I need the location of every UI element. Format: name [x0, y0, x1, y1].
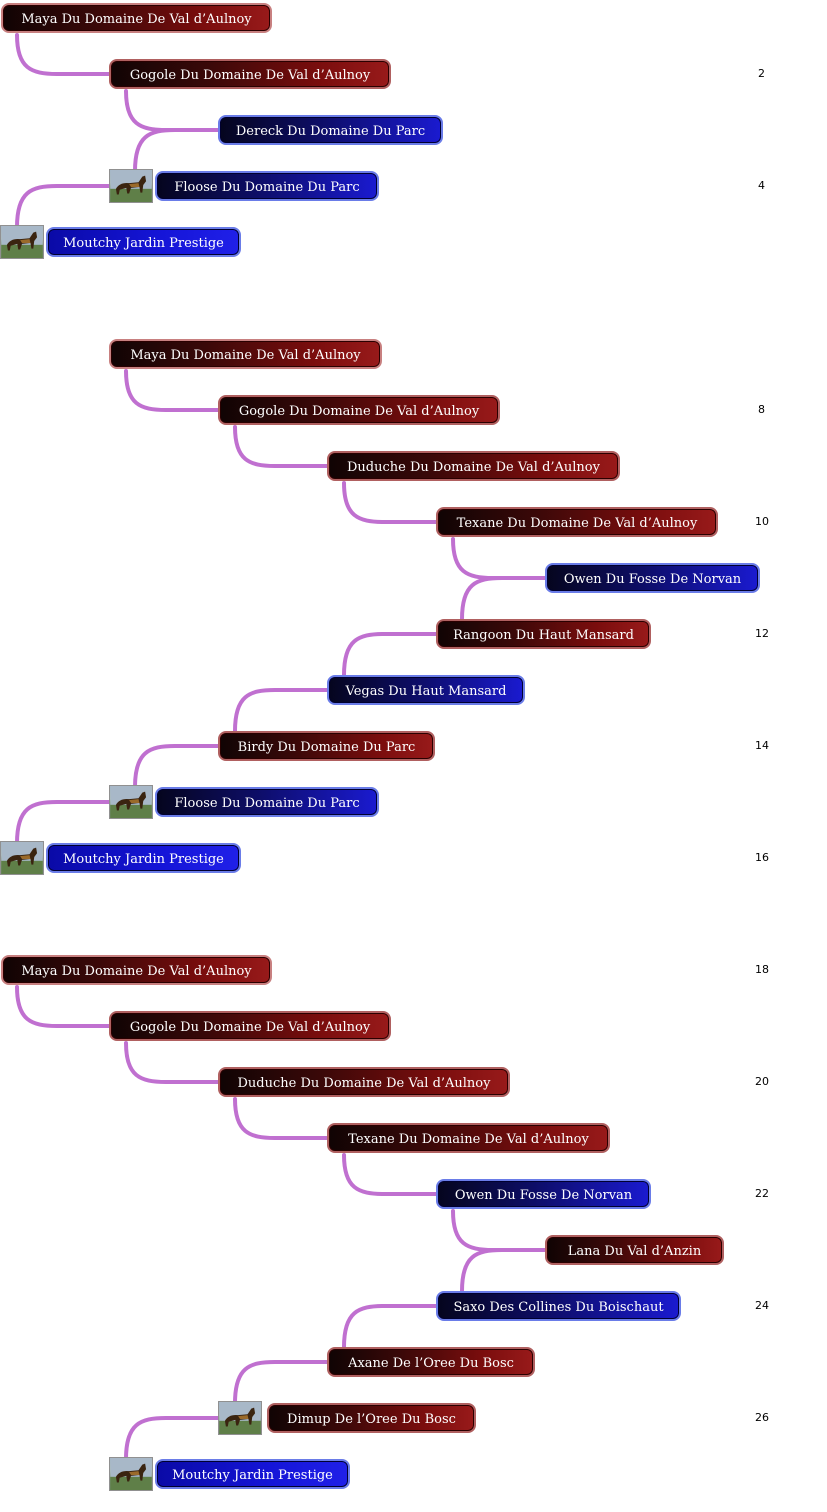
connector-line: [15, 184, 111, 229]
pedigree-node-2-3[interactable]: Duduche Du Domaine De Val d’Aulnoy: [327, 451, 620, 481]
pedigree-node-3-10[interactable]: Moutchy Jardin Prestige: [155, 1459, 350, 1489]
pedigree-node-2-1[interactable]: Maya Du Domaine De Val d’Aulnoy: [109, 339, 382, 369]
connector-line: [15, 33, 111, 76]
dog-photo[interactable]: [0, 841, 44, 875]
row-number: 26: [755, 1411, 769, 1424]
pedigree-node-2-6[interactable]: Rangoon Du Haut Mansard: [436, 619, 651, 649]
connector-line: [342, 1304, 438, 1349]
connector-line: [15, 985, 111, 1028]
connector-line: [233, 1097, 329, 1140]
row-number: 20: [755, 1075, 769, 1088]
pedigree-node-2-8[interactable]: Birdy Du Domaine Du Parc: [218, 731, 435, 761]
pedigree-node-3-7[interactable]: Saxo Des Collines Du Boischaut: [436, 1291, 681, 1321]
german-shepherd-photo-icon: [110, 1458, 152, 1490]
pedigree-node-3-5[interactable]: Owen Du Fosse De Norvan: [436, 1179, 651, 1209]
row-number: 14: [755, 739, 769, 752]
pedigree-node-1-3[interactable]: Dereck Du Domaine Du Parc: [218, 115, 443, 145]
row-number: 2: [758, 67, 765, 80]
row-number: 24: [755, 1299, 769, 1312]
pedigree-node-2-4[interactable]: Texane Du Domaine De Val d’Aulnoy: [436, 507, 718, 537]
connector-line: [124, 1416, 220, 1461]
pedigree-node-3-4[interactable]: Texane Du Domaine De Val d’Aulnoy: [327, 1123, 610, 1153]
pedigree-node-2-10[interactable]: Moutchy Jardin Prestige: [46, 843, 241, 873]
german-shepherd-photo-icon: [110, 170, 152, 202]
pedigree-node-1-4[interactable]: Floose Du Domaine Du Parc: [155, 171, 379, 201]
pedigree-node-1-1[interactable]: Maya Du Domaine De Val d’Aulnoy: [1, 3, 272, 33]
connector-line: [460, 576, 547, 621]
connector-line: [133, 744, 220, 789]
row-number: 16: [755, 851, 769, 864]
connector-line: [342, 1153, 438, 1196]
pedigree-node-2-7[interactable]: Vegas Du Haut Mansard: [327, 675, 525, 705]
pedigree-node-3-6[interactable]: Lana Du Val d’Anzin: [545, 1235, 724, 1265]
dog-photo[interactable]: [109, 785, 153, 819]
german-shepherd-photo-icon: [1, 226, 43, 258]
connector-line: [233, 1360, 329, 1405]
row-number: 22: [755, 1187, 769, 1200]
row-number: 18: [755, 963, 769, 976]
pedigree-node-1-5[interactable]: Moutchy Jardin Prestige: [46, 227, 241, 257]
row-number: 10: [755, 515, 769, 528]
pedigree-node-3-2[interactable]: Gogole Du Domaine De Val d’Aulnoy: [109, 1011, 391, 1041]
pedigree-node-2-5[interactable]: Owen Du Fosse De Norvan: [545, 563, 760, 593]
connector-line: [342, 481, 438, 524]
connector-line: [124, 1041, 220, 1084]
german-shepherd-photo-icon: [219, 1402, 261, 1434]
pedigree-node-2-9[interactable]: Floose Du Domaine Du Parc: [155, 787, 379, 817]
connector-line: [342, 632, 438, 677]
connector-line: [133, 128, 220, 173]
connector-line: [233, 425, 329, 468]
pedigree-node-2-2[interactable]: Gogole Du Domaine De Val d’Aulnoy: [218, 395, 500, 425]
german-shepherd-photo-icon: [1, 842, 43, 874]
row-number: 12: [755, 627, 769, 640]
row-number: 4: [758, 179, 765, 192]
connector-line: [15, 800, 111, 845]
german-shepherd-photo-icon: [110, 786, 152, 818]
pedigree-node-3-8[interactable]: Axane De l’Oree Du Bosc: [327, 1347, 535, 1377]
connector-line: [451, 537, 547, 580]
dog-photo[interactable]: [0, 225, 44, 259]
connector-line: [451, 1209, 547, 1252]
pedigree-node-3-3[interactable]: Duduche Du Domaine De Val d’Aulnoy: [218, 1067, 510, 1097]
dog-photo[interactable]: [109, 169, 153, 203]
row-number: 8: [758, 403, 765, 416]
connector-line: [124, 369, 220, 412]
connector-line: [233, 688, 329, 733]
connector-line: [124, 89, 220, 132]
connector-line: [460, 1248, 547, 1293]
pedigree-node-1-2[interactable]: Gogole Du Domaine De Val d’Aulnoy: [109, 59, 391, 89]
dog-photo[interactable]: [218, 1401, 262, 1435]
dog-photo[interactable]: [109, 1457, 153, 1491]
pedigree-node-3-1[interactable]: Maya Du Domaine De Val d’Aulnoy: [1, 955, 272, 985]
pedigree-node-3-9[interactable]: Dimup De l’Oree Du Bosc: [267, 1403, 476, 1433]
